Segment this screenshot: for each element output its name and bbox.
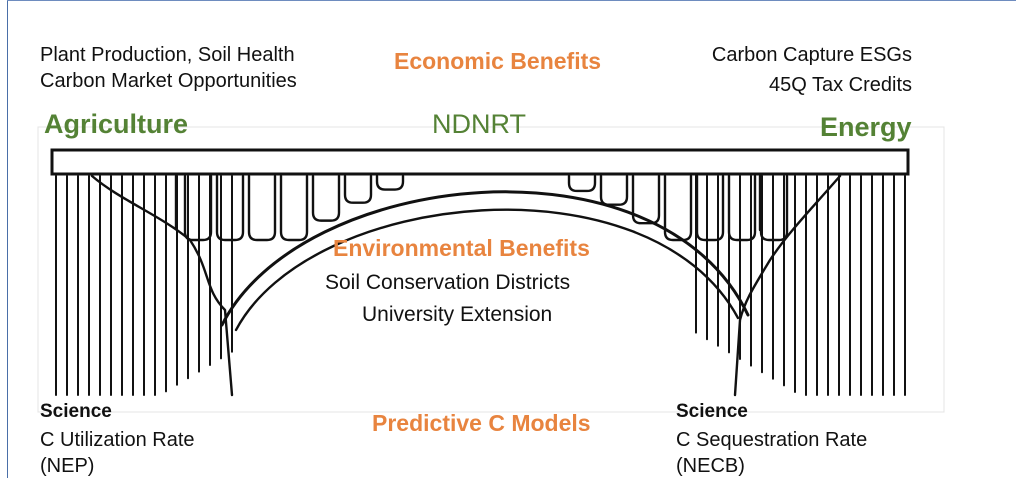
top-left-line2: Carbon Market Opportunities	[40, 70, 297, 92]
soil-conservation-districts-text: Soil Conservation Districts	[325, 271, 571, 294]
c-sequestration-rate: C Sequestration Rate	[676, 429, 868, 451]
frame-left-border	[7, 0, 8, 478]
university-extension-text: University Extension	[362, 303, 553, 326]
ndnrt-label: NDNRT	[432, 109, 526, 139]
arch-outer	[220, 190, 750, 327]
science-right-heading: Science	[676, 401, 748, 422]
nep-label: (NEP)	[40, 455, 95, 477]
panel-outline	[37, 126, 945, 413]
spandrel-openings	[183, 174, 789, 242]
arch-inner	[234, 208, 740, 332]
science-left-heading: Science	[40, 401, 112, 422]
agriculture-label: Agriculture	[44, 109, 189, 139]
bridge-deck	[50, 148, 910, 176]
necb-label: (NECB)	[676, 455, 745, 477]
environmental-benefits-title: Environmental Benefits	[333, 235, 590, 261]
top-left-line1: Plant Production, Soil Health	[40, 44, 295, 66]
predictive-c-models-title: Predictive C Models	[372, 410, 591, 436]
top-right-line1: Carbon Capture ESGs	[711, 44, 912, 66]
left-canyon-wall	[55, 175, 233, 396]
right-canyon-wall	[695, 175, 906, 396]
abutment-piers	[174, 174, 762, 232]
economic-benefits-title: Economic Benefits	[394, 48, 602, 74]
top-right-line2: 45Q Tax Credits	[768, 74, 912, 96]
c-utilization-rate: C Utilization Rate	[40, 429, 195, 451]
energy-label: Energy	[820, 112, 912, 142]
frame-top-border	[7, 0, 1016, 1]
